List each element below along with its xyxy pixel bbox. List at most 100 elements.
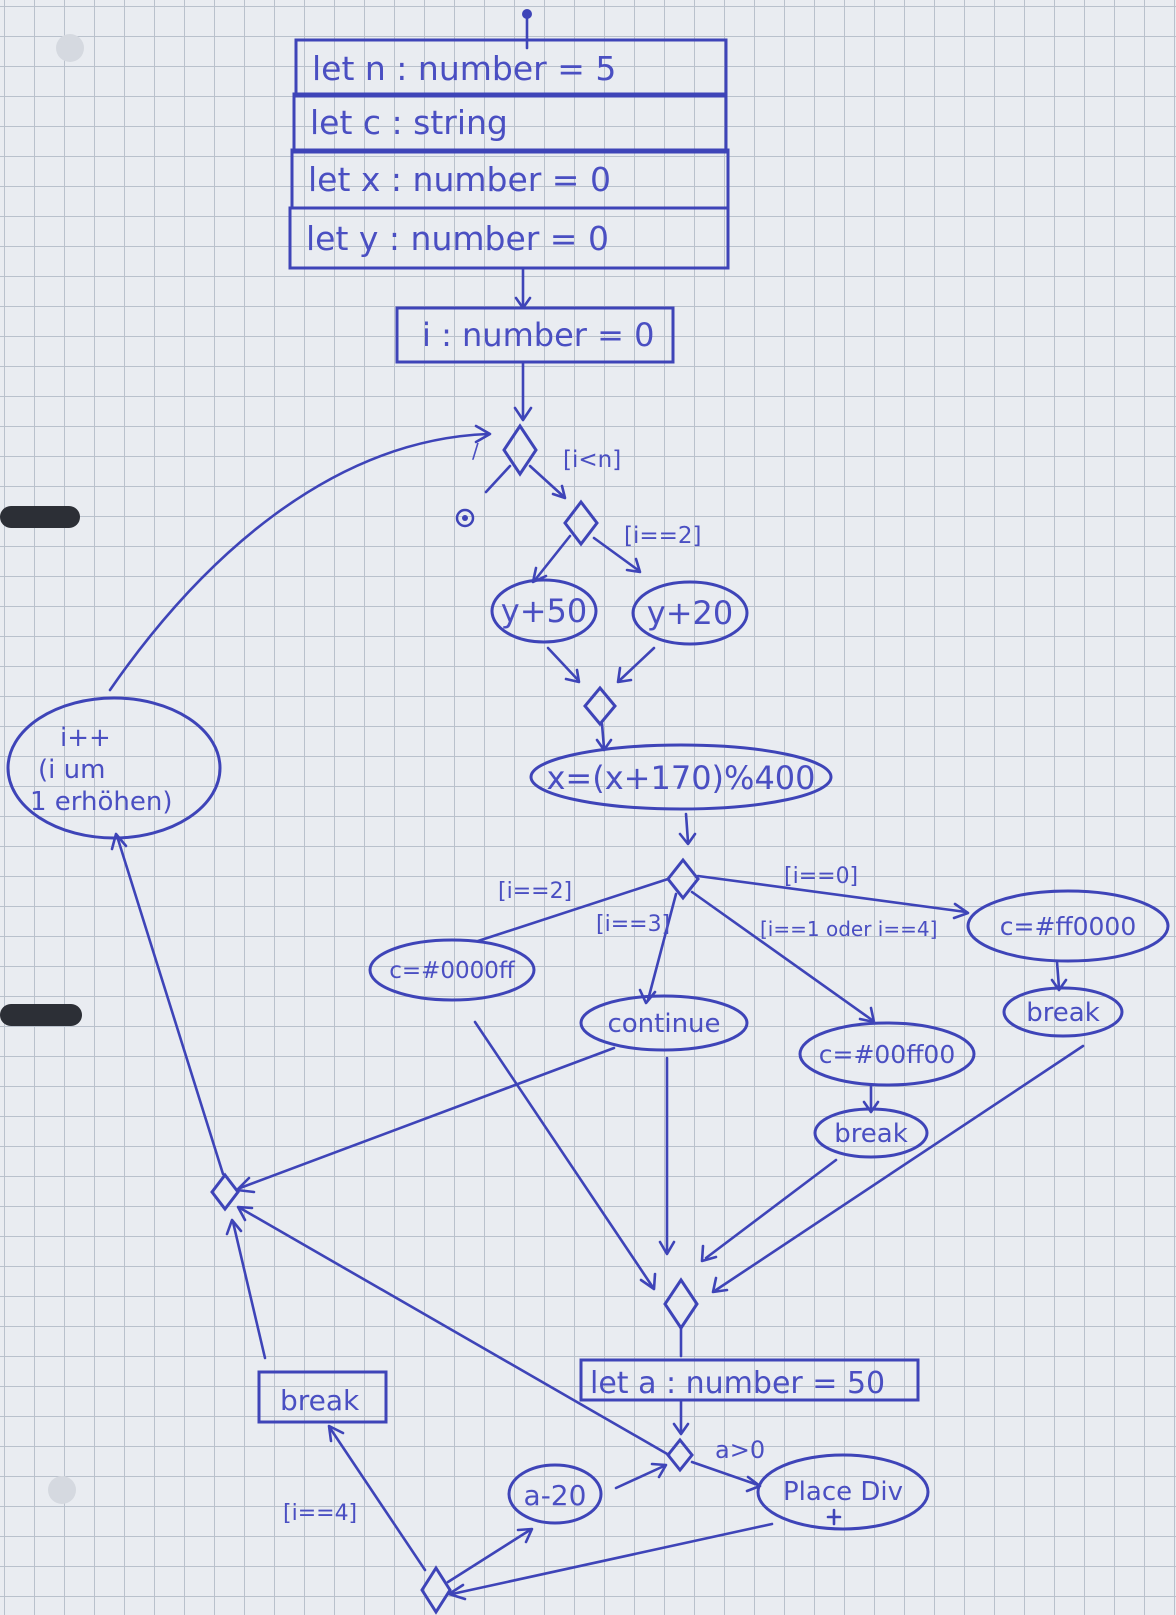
- loop-merge: [210, 1172, 240, 1212]
- a-decision: [666, 1437, 694, 1473]
- arrowhead: [1050, 978, 1068, 992]
- edge-case-green: [690, 890, 874, 1022]
- guard-case-green: [i==1 oder i==4]: [760, 917, 937, 941]
- c-blue-text: c=#0000ff: [389, 958, 516, 984]
- c-green-node: [798, 1021, 976, 1087]
- edge-x-switch: [684, 812, 690, 844]
- break-green-node: [813, 1107, 929, 1159]
- a-minus-text: a-20: [524, 1479, 587, 1512]
- y20-node: [631, 580, 749, 646]
- arrowhead: [678, 832, 697, 846]
- binder-hole: [56, 34, 84, 62]
- init-box: [395, 306, 675, 364]
- edge-y20: [592, 536, 640, 572]
- increment-line-2: (i um: [38, 755, 105, 785]
- x-update-text: x=(x+170)%400: [546, 759, 815, 797]
- binder-holes: [0, 34, 84, 1504]
- arrowhead: [513, 406, 533, 422]
- c-green-text: c=#00ff00: [819, 1040, 956, 1069]
- let-a-text: let a : number = 50: [590, 1366, 885, 1401]
- guard-a: a>0: [715, 1436, 765, 1464]
- break-red-text: break: [1026, 998, 1100, 1028]
- place-div-text: Place Div: [783, 1477, 903, 1507]
- init-text: i : number = 0: [422, 316, 654, 354]
- continue-node: [579, 994, 749, 1052]
- decl-box-n: [294, 38, 728, 98]
- edge-greenbreak-merge: [704, 1158, 838, 1260]
- increment-line-3: 1 erhöhen): [30, 787, 173, 817]
- arrowhead: [700, 1244, 718, 1263]
- arrowhead: [110, 832, 128, 851]
- guard-loop: [i<n]: [563, 447, 621, 473]
- break-red-node: [1002, 986, 1124, 1038]
- x-update-node: [529, 743, 833, 811]
- arrowhead: [564, 668, 581, 684]
- end-node-dot: [462, 515, 468, 521]
- increment-line-1: i++: [60, 723, 111, 753]
- guard-case-blue: [i==2]: [498, 879, 572, 904]
- edge-y50: [533, 534, 572, 582]
- binder-ring: [0, 1004, 82, 1026]
- edge-increment-loop: [108, 432, 490, 692]
- break-box-text: break: [280, 1384, 360, 1417]
- arrowhead: [672, 1422, 690, 1436]
- edge-loop-exit: [484, 464, 512, 494]
- c-red-node: [966, 889, 1170, 963]
- arrowhead: [551, 484, 567, 500]
- edge-case-continue: [646, 892, 678, 1002]
- arrowhead: [516, 1527, 534, 1544]
- decl-y: let y : number = 0: [306, 219, 609, 258]
- edge-merge-a: [546, 646, 580, 682]
- decl-box-y: [288, 206, 730, 270]
- lower-merge: [663, 1277, 699, 1331]
- binder-hole: [48, 1476, 76, 1504]
- edge-a-loopmerge: [238, 1206, 671, 1457]
- increment-node: [6, 696, 222, 840]
- declaration-block: let n : number = 5 let c : string let x …: [288, 38, 730, 270]
- y-decision: [563, 499, 599, 547]
- edge-aminus-decision: [614, 1464, 666, 1490]
- sub-activity-icon: [826, 1508, 842, 1526]
- edge-bottom-break: [328, 1426, 427, 1572]
- edge-loopmerge-increment: [115, 834, 225, 1176]
- c-red-text: c=#ff0000: [1000, 912, 1137, 941]
- switch-decision: [666, 857, 700, 901]
- arrowhead: [225, 1218, 243, 1236]
- arrowhead: [474, 424, 492, 444]
- arrowhead: [658, 1240, 676, 1256]
- arrowhead: [616, 666, 633, 684]
- y50-node: [490, 578, 598, 644]
- arrowhead: [650, 1462, 668, 1479]
- edge-redbreak-merge: [714, 1044, 1085, 1292]
- loop-exit-mark: /: [472, 439, 479, 463]
- decl-x: let x : number = 0: [308, 160, 611, 199]
- arrowhead: [639, 1272, 657, 1291]
- merge-decision-y: [583, 685, 617, 727]
- place-div-node: [756, 1453, 930, 1531]
- edge-blue-merge: [473, 1020, 654, 1288]
- arrowhead: [327, 1424, 345, 1443]
- arrowhead: [952, 902, 970, 920]
- edge-case-blue: [476, 877, 670, 943]
- guard-break: [i==4]: [283, 1501, 357, 1526]
- arrowhead: [711, 1276, 729, 1294]
- edge-bottom-aminus: [446, 1528, 532, 1584]
- edge-continue-loopmerge: [238, 1046, 616, 1190]
- edge-case-red: [696, 874, 968, 914]
- edge-loop-body: [528, 464, 565, 498]
- edge-to-x: [600, 722, 606, 750]
- break-box: [257, 1370, 388, 1424]
- decl-c: let c : string: [310, 103, 508, 142]
- y20-text: y+20: [647, 594, 733, 632]
- decl-box-c: [292, 92, 728, 154]
- a-minus-node: [507, 1463, 603, 1525]
- break-green-text: break: [834, 1119, 908, 1149]
- edge-place-bottom: [450, 1522, 774, 1596]
- binder-ring: [0, 506, 80, 528]
- edge-break-loopmerge: [231, 1220, 267, 1360]
- guard-case-continue: [i==3]: [596, 912, 670, 937]
- continue-text: continue: [607, 1009, 720, 1039]
- start-node: [522, 9, 532, 19]
- edge-red-break: [1055, 960, 1061, 990]
